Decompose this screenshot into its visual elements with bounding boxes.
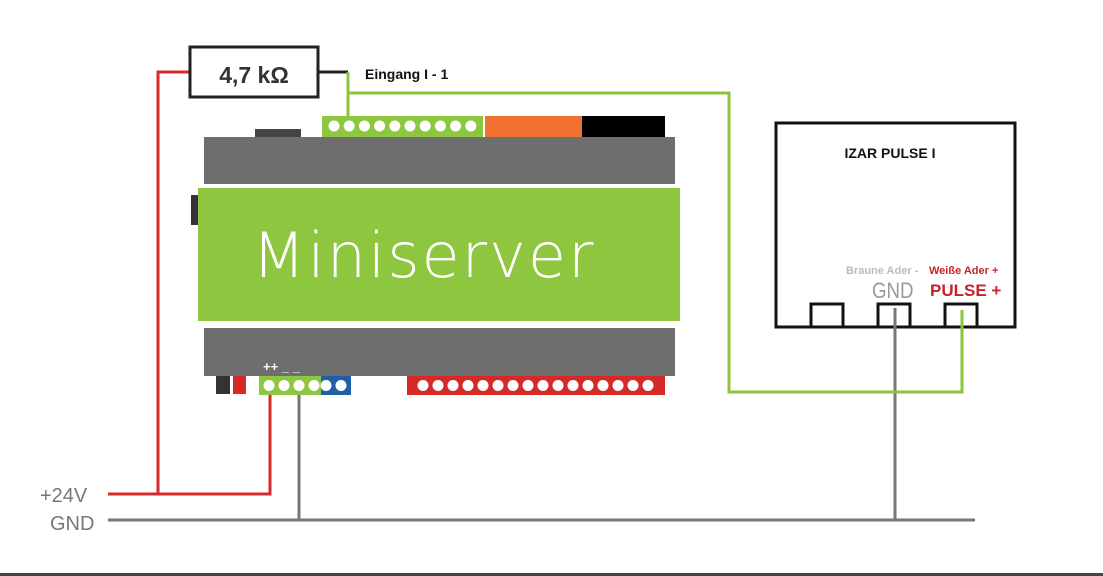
miniserver: Miniserver ++ _ _ <box>191 116 680 395</box>
terminal-black <box>216 376 230 394</box>
terminal-hole <box>522 380 534 391</box>
terminal-hole <box>552 380 564 391</box>
pulse-wire-note: Weiße Ader + <box>929 265 998 277</box>
terminal-hole <box>477 380 489 391</box>
bottom-edge <box>0 573 1103 576</box>
rail-24v-label: +24V <box>40 485 88 507</box>
top-terminal-holes <box>328 120 477 132</box>
top-dark-tab <box>255 129 301 137</box>
terminal-hole <box>432 380 444 391</box>
terminal-hole <box>627 380 639 391</box>
terminal-hole <box>537 380 549 391</box>
terminal-hole <box>450 120 462 132</box>
terminal-hole <box>434 120 446 132</box>
resistor <box>188 45 320 99</box>
terminal-hole <box>263 380 275 391</box>
pulse-label: PULSE + <box>930 281 1001 300</box>
rail-gnd-label: GND <box>50 513 94 535</box>
top-terminal-orange <box>485 116 582 137</box>
device-terminal-1 <box>809 302 845 329</box>
terminal-hole <box>582 380 594 391</box>
wire-pulse <box>348 91 964 394</box>
terminal-hole <box>462 380 474 391</box>
miniserver-label: Miniserver <box>252 219 596 292</box>
top-terminal-black <box>582 116 665 137</box>
power-terminal-green <box>259 376 321 395</box>
output-terminal-red <box>407 376 665 395</box>
power-terminal-label: ++ _ _ <box>263 359 301 374</box>
wire-24v <box>156 70 190 494</box>
terminal-hole <box>278 380 290 391</box>
terminal-hole <box>335 380 347 391</box>
side-tab <box>191 195 199 225</box>
terminal-hole <box>612 380 624 391</box>
terminal-hole <box>597 380 609 391</box>
resistor-label: 4,7 kΩ <box>219 62 289 88</box>
terminal-hole <box>465 120 477 132</box>
terminal-hole <box>507 380 519 391</box>
terminal-hole <box>343 120 355 132</box>
terminal-hole <box>328 120 340 132</box>
rail-24v <box>108 390 272 496</box>
terminal-hole <box>417 380 429 391</box>
terminal-hole <box>642 380 654 391</box>
bottom-terminal-holes <box>263 380 654 391</box>
terminal-hole <box>404 120 416 132</box>
lower-body <box>204 328 675 376</box>
input-label: Eingang I - 1 <box>365 66 448 82</box>
terminal-hole <box>358 120 370 132</box>
terminal-hole <box>320 380 332 391</box>
terminal-hole <box>567 380 579 391</box>
terminal-hole <box>492 380 504 391</box>
terminal-hole <box>374 120 386 132</box>
terminal-hole <box>389 120 401 132</box>
upper-body <box>204 137 675 184</box>
terminal-red <box>233 376 246 394</box>
gnd-wire-note: Braune Ader - <box>846 265 919 277</box>
terminal-hole <box>293 380 305 391</box>
terminal-hole <box>308 380 320 391</box>
terminal-hole <box>419 120 431 132</box>
front-panel <box>198 188 680 321</box>
device-title: IZAR PULSE I <box>844 145 935 161</box>
device-gnd-label: GND <box>872 280 914 304</box>
izar-pulse-device <box>774 121 1017 329</box>
terminal-hole <box>447 380 459 391</box>
